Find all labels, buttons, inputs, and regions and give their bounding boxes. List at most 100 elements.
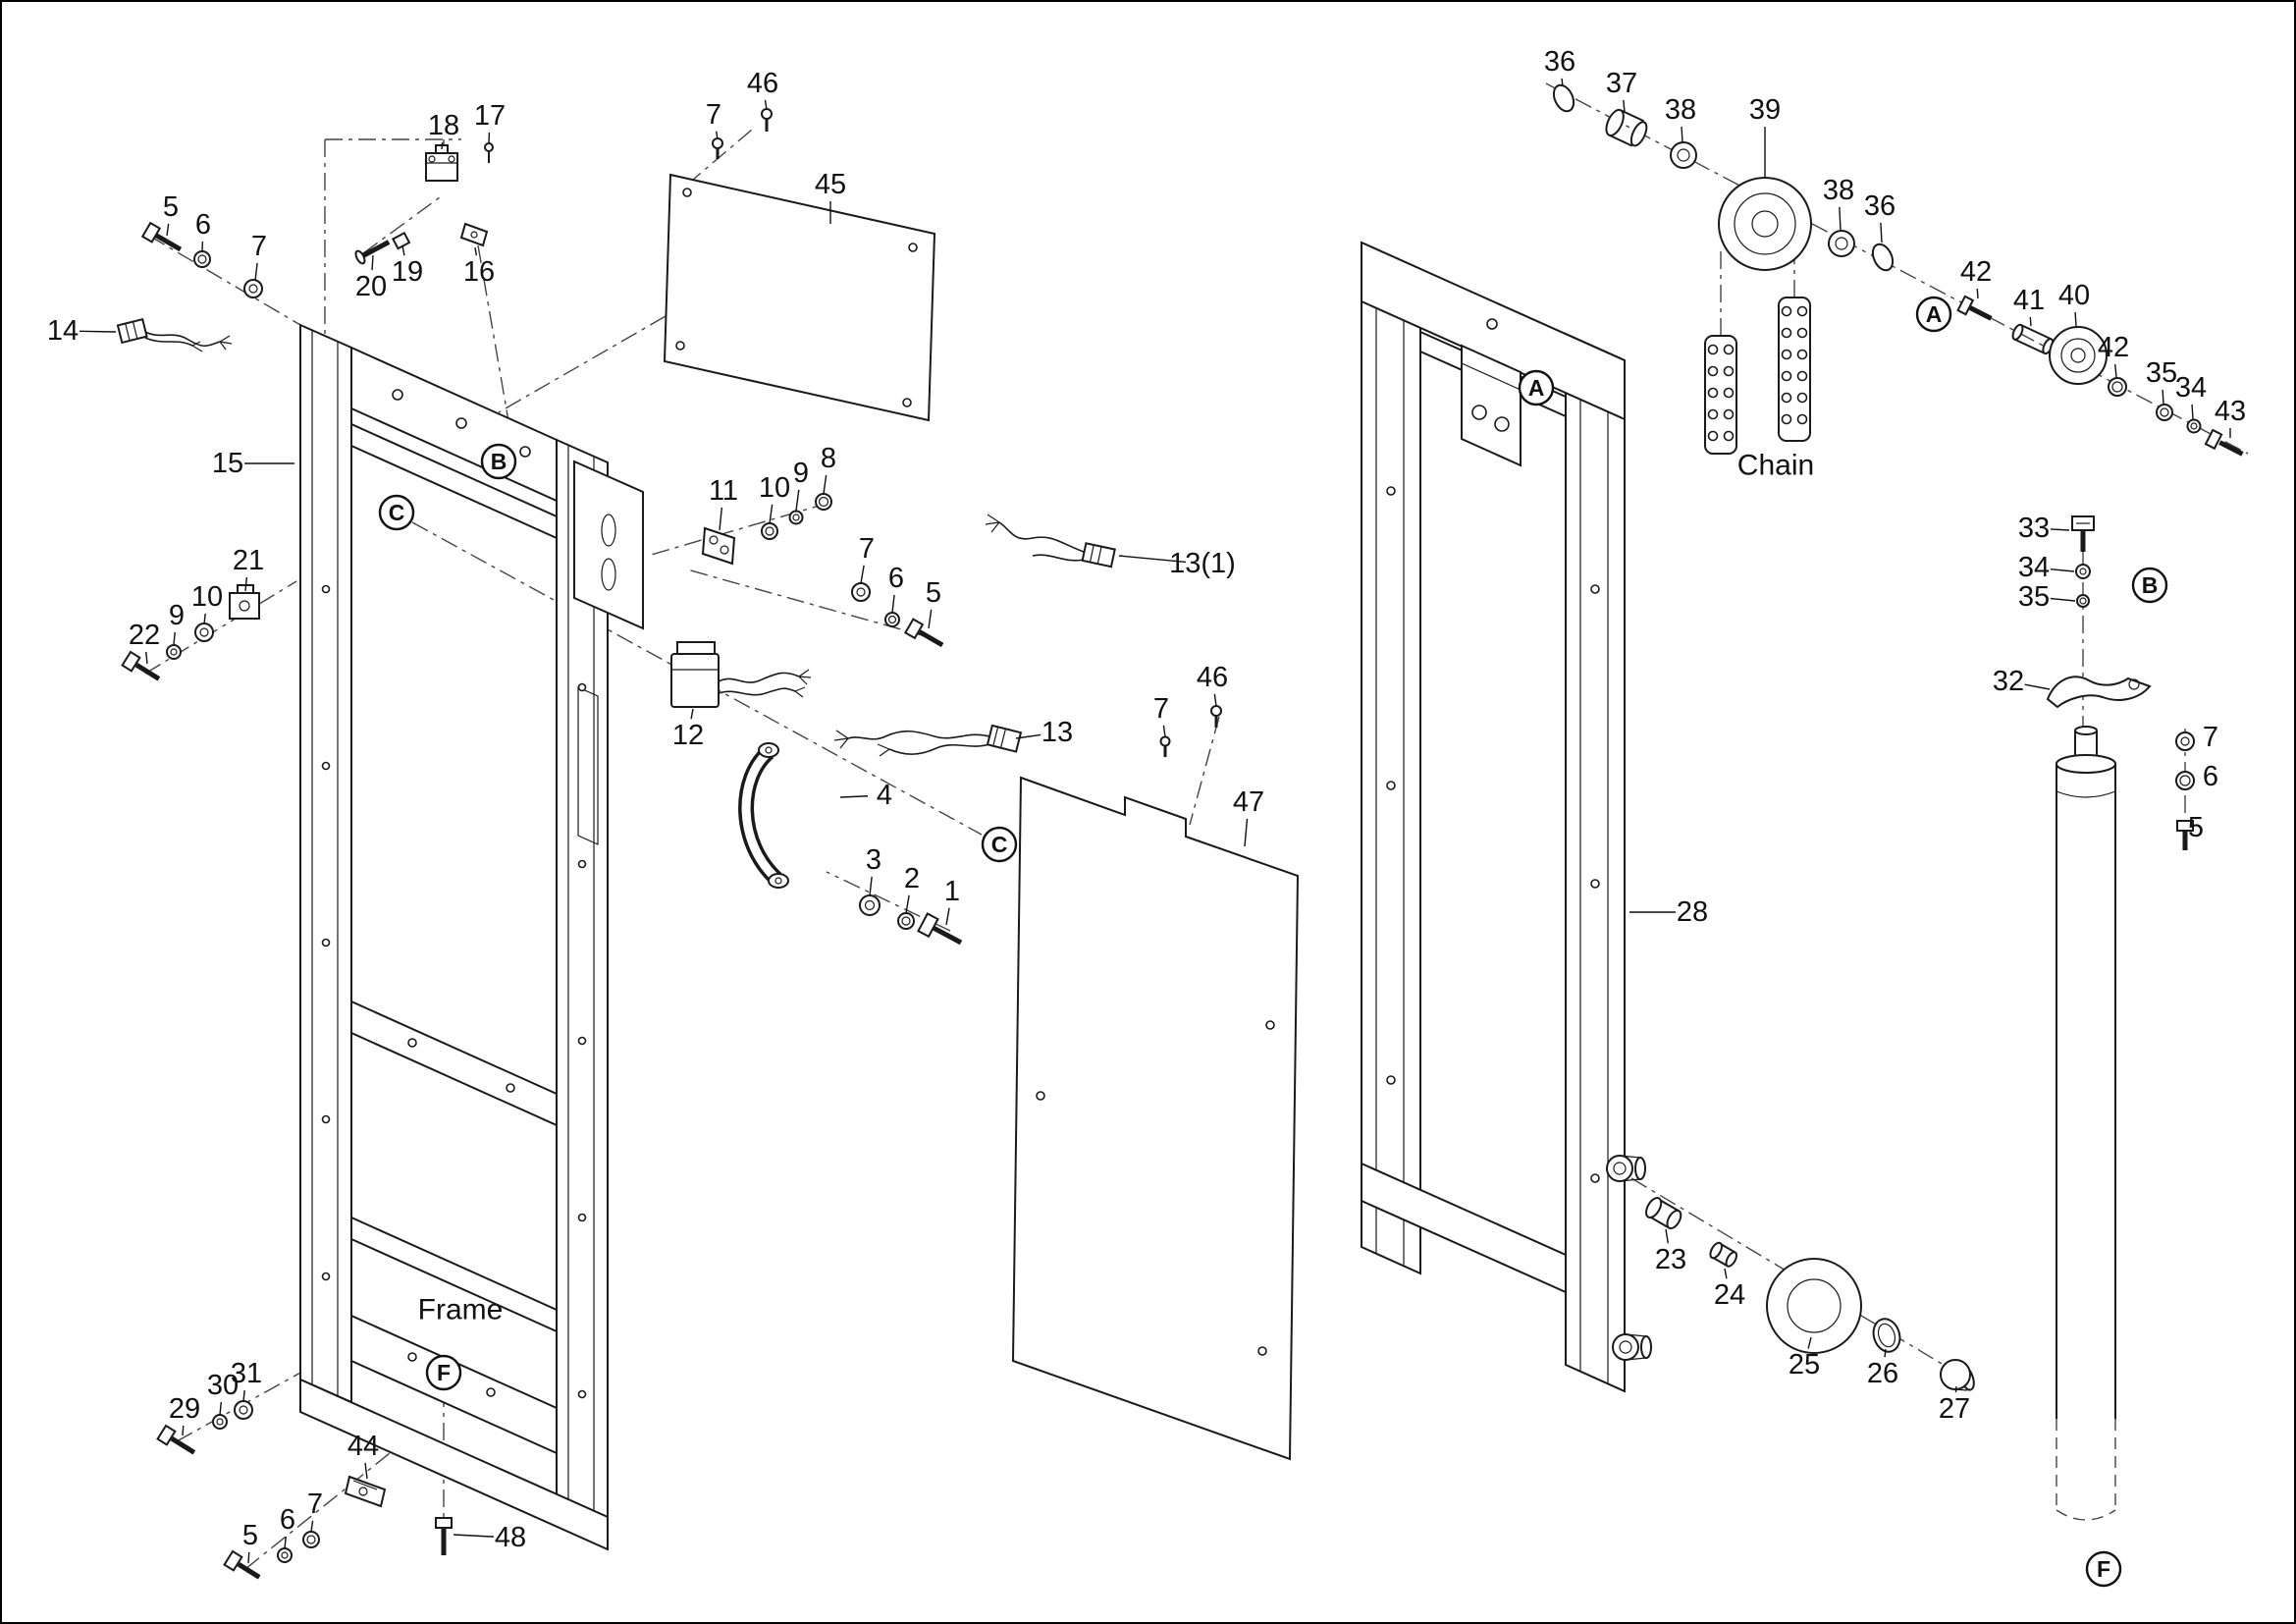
leader-line-13(1)-24 — [1118, 555, 1187, 564]
part-4-handle — [738, 742, 789, 889]
leader-line-6-22 — [891, 594, 895, 614]
callout-30-34: 30 — [207, 1370, 239, 1401]
callout-14-11: 14 — [47, 315, 79, 347]
part-3-washer — [859, 894, 881, 916]
mast-assembly — [1361, 241, 1652, 1393]
part-18-switch — [425, 144, 458, 182]
leader-line-46-28 — [1213, 693, 1217, 707]
callout-20-8: 20 — [355, 271, 387, 302]
bottom-left-fasteners — [156, 1400, 453, 1580]
leader-line-46-0 — [764, 99, 768, 111]
frame-upper-bar — [350, 422, 558, 540]
leader-line-7-7 — [254, 262, 258, 282]
svg-text:B: B — [491, 449, 507, 474]
part-5-bolt-bottom — [223, 1549, 261, 1580]
top-left-fasteners — [140, 108, 773, 298]
callout-42-51: 42 — [2098, 332, 2129, 363]
part-6-washer-right — [2175, 771, 2195, 790]
part-11-plate — [701, 526, 736, 566]
part-47-panel — [1011, 776, 1300, 1461]
leader-line-38-46 — [1839, 206, 1842, 231]
leader-line-2-32 — [905, 894, 910, 914]
leader-line-33-55 — [2050, 528, 2070, 531]
part-32-yoke-bracket — [2046, 676, 2152, 709]
part-35-washer — [2156, 404, 2173, 421]
label-chain: Chain — [1737, 450, 1814, 482]
part-40-pulley-small — [2049, 326, 2108, 385]
part-45-cover-plate — [663, 173, 936, 422]
part-14-harness — [116, 317, 233, 352]
leader-line-21-13 — [244, 576, 248, 592]
leader-line-8-20 — [823, 474, 828, 495]
callout-38-44: 38 — [1665, 94, 1696, 126]
part-17-screw — [484, 142, 494, 163]
reference-marker-C-4: C — [378, 494, 415, 531]
callout-34-53: 34 — [2175, 372, 2207, 404]
svg-text:C: C — [991, 832, 1008, 857]
part-9-washer-left — [166, 644, 182, 660]
callout-44-37: 44 — [347, 1431, 379, 1462]
callout-32-58: 32 — [1993, 666, 2024, 697]
callout-37-43: 37 — [1606, 68, 1637, 99]
callout-27-67: 27 — [1939, 1393, 1970, 1425]
callout-33-55: 33 — [2018, 513, 2050, 544]
leader-line-5-23 — [928, 609, 933, 629]
part-39-pulley — [1718, 177, 1812, 271]
leader-line-44-37 — [364, 1462, 368, 1480]
part-31-washer — [234, 1400, 253, 1420]
part-30-washer — [212, 1414, 228, 1430]
leader-line-7-29 — [1162, 725, 1166, 737]
part-7-washer-bottom — [302, 1531, 320, 1548]
frame-middle-crossmember — [350, 1000, 558, 1127]
leader-line-13-26 — [1015, 733, 1041, 739]
callout-3-31: 3 — [866, 844, 881, 876]
leader-line-6-39 — [284, 1536, 287, 1549]
leader-line-18-2 — [441, 141, 444, 150]
callout-29-36: 29 — [169, 1393, 200, 1425]
callout-13(1)-24: 13(1) — [1169, 548, 1236, 579]
part-21-clamp — [229, 584, 260, 620]
leader-line-22-16 — [145, 651, 148, 665]
part-44-bracket — [344, 1475, 387, 1508]
part-23-bushing — [1645, 1197, 1682, 1230]
leader-line-1-33 — [945, 907, 950, 926]
callout-6-60: 6 — [2203, 761, 2218, 792]
part-7-washer-right — [2175, 731, 2195, 751]
part-20-pin — [354, 240, 391, 265]
part-26-ring — [1872, 1318, 1901, 1353]
part-7-washer-top — [243, 279, 263, 298]
part-34-washer-2 — [2075, 564, 2091, 579]
svg-text:F: F — [437, 1360, 451, 1385]
part-42-bolt — [1956, 295, 1993, 321]
svg-text:B: B — [2142, 572, 2159, 598]
leader-line-42-48 — [1976, 288, 1979, 299]
leader-line-23-63 — [1665, 1228, 1669, 1244]
callout-45-4: 45 — [815, 169, 846, 200]
callout-10-18: 10 — [759, 472, 790, 504]
leader-line-25-65 — [1807, 1336, 1812, 1349]
callout-11-17: 11 — [709, 475, 738, 507]
chain-strips — [1704, 297, 1811, 455]
leader-line-24-64 — [1724, 1268, 1728, 1279]
callout-7-29: 7 — [1153, 693, 1169, 725]
part-16-bracket — [459, 222, 489, 247]
leader-line-5-5 — [166, 223, 170, 237]
leader-line-20-8 — [371, 254, 374, 271]
lift-cylinder — [2056, 726, 2116, 1521]
part-19-sleeve — [392, 231, 411, 250]
mid-left-parts — [116, 317, 1222, 946]
leader-line-29-36 — [182, 1425, 185, 1436]
callout-6-6: 6 — [195, 209, 211, 241]
callout-7-21: 7 — [859, 533, 875, 565]
part-5-bolt-top — [140, 221, 183, 252]
part-5-bolt-right — [2176, 820, 2194, 850]
callout-35-57: 35 — [2018, 581, 2050, 613]
leader-line-14-11 — [79, 330, 117, 333]
callout-15-12: 15 — [212, 448, 243, 479]
pulley-train — [1552, 83, 2244, 457]
leader-line-27-67 — [1954, 1385, 1957, 1393]
leader-line-10-14 — [203, 613, 206, 625]
leader-line-10-18 — [769, 504, 774, 524]
leader-line-7-38 — [310, 1520, 314, 1533]
